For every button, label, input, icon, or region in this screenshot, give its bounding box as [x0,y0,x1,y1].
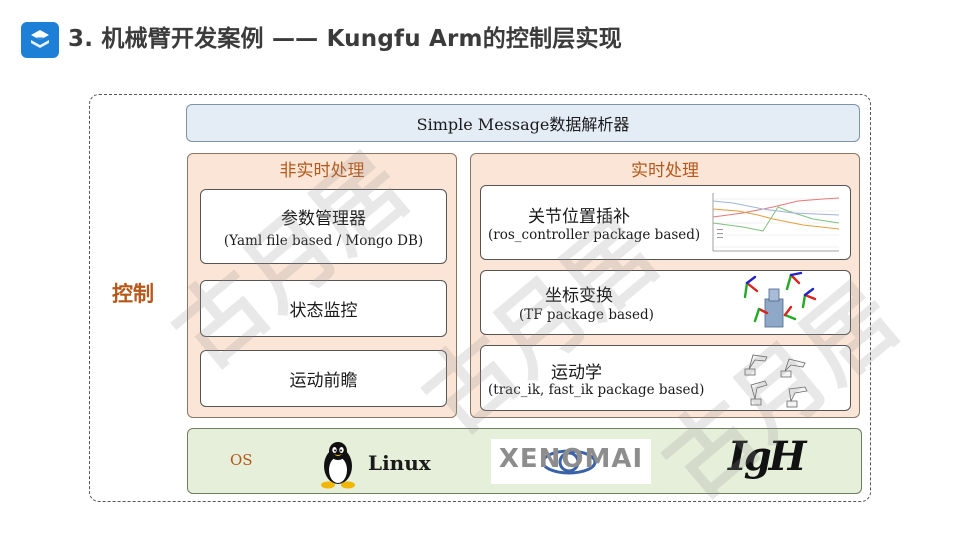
motion-lookahead-title: 运动前瞻 [289,371,358,391]
realtime-title: 实时处理 [631,161,699,181]
coord-transform-title: 坐标变换 [545,286,613,306]
kinematics-title: 运动学 [551,363,602,383]
state-monitor-card: 状态监控 [200,280,447,337]
page-title: 3. 机械臂开发案例 —— Kungfu Arm的控制层实现 [68,26,622,52]
motion-lookahead-card: 运动前瞻 [200,350,447,407]
param-manager-title: 参数管理器 [281,209,366,229]
tux-penguin-icon [321,442,355,489]
robot-arms-image [744,354,808,408]
coord-transform-subtitle: (TF package based) [519,307,654,323]
joint-interp-subtitle: (ros_controller package based) [488,227,701,243]
state-monitor-title: 状态监控 [289,301,358,321]
control-label: 控制 [112,282,154,306]
logo-badge [21,22,59,58]
param-manager-card: 参数管理器 (Yaml file based / Mongo DB) [200,189,447,264]
igh-logo-text: IgH [728,433,807,480]
non-realtime-group: 非实时处理 参数管理器 (Yaml file based / Mongo DB)… [187,153,457,418]
joint-interp-title: 关节位置插补 [528,207,630,227]
trajectory-plot-image [703,189,843,257]
non-realtime-title: 非实时处理 [279,161,365,181]
xenomai-orbit-icon [541,449,597,475]
param-manager-subtitle: (Yaml file based / Mongo DB) [223,233,424,249]
control-layer-frame [89,94,871,502]
xenomai-logo-text: XENOMAI [498,444,644,474]
coord-transform-card: 坐标变换 (TF package based) [480,270,851,335]
kinematics-subtitle: (trac_ik, fast_ik package based) [488,382,705,398]
os-layer: OS Linux XENOMAI IgH [187,428,862,494]
kinematics-card: 运动学 (trac_ik, fast_ik package based) [480,345,851,411]
tf-frames-image [743,271,817,328]
parser-label: Simple Message数据解析器 [416,115,630,134]
linux-logo-text: Linux [368,451,431,475]
xenomai-logo: XENOMAI [491,439,651,484]
os-label: OS [230,451,253,469]
realtime-group: 实时处理 关节位置插补 (ros_controller package base… [470,153,860,418]
simple-message-parser: Simple Message数据解析器 [186,104,860,142]
logo-icon [31,30,49,48]
joint-interp-card: 关节位置插补 (ros_controller package based) [480,185,851,260]
